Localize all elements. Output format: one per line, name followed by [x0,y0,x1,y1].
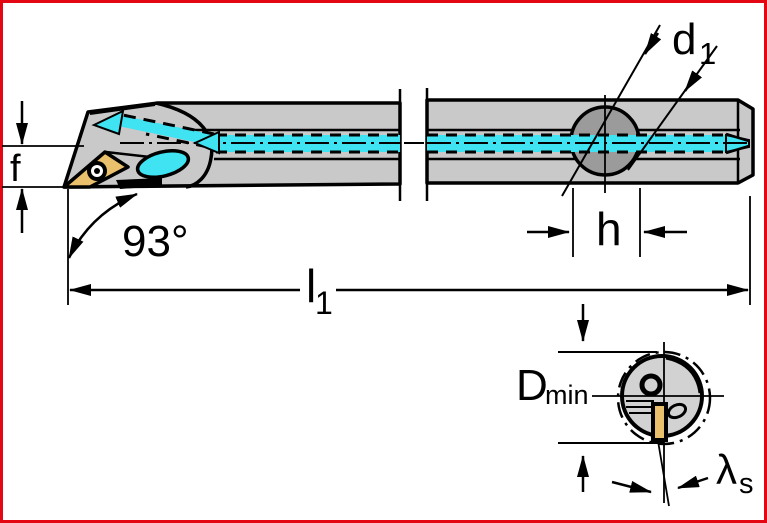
end-view-seat-lines [626,400,654,414]
insert-pocket-line [105,150,151,159]
f-label: f [10,148,21,190]
d1-label: d [672,15,696,64]
head-chamfer-line [89,104,156,115]
d1-leader-line-a [561,24,661,197]
head-contour-curve [155,101,214,189]
angle-label: 93° [122,217,189,266]
hole-width-dimension: h [527,95,687,257]
dmin-label: D [516,361,548,410]
angle-dimension: 93° [67,189,189,305]
l1-label: l [306,260,316,312]
dmin-label-group: D min [516,361,589,410]
d1-arrow-a-icon [643,32,662,55]
h-label: h [596,203,622,255]
lambda-arrow-left-icon [611,480,652,494]
inclination-dimension: λ s [611,446,754,500]
lambda-label-subscript: s [739,468,754,500]
coolant-bore-hidden-lines [216,133,726,154]
end-view-insert [651,402,668,442]
insert-screw-center [94,168,100,174]
coolant-flow-arrow [192,130,220,155]
end-view-screw-hole-icon [639,373,663,397]
lambda-insert-edge-line [657,440,670,507]
end-view-coolant-outlet [666,402,688,420]
lambda-arrow-right-icon [677,475,709,490]
coolant-channel [91,109,752,179]
f-dimension: f [2,101,84,233]
angle-arc-arrow [67,192,138,259]
hole-diameter-dimension: d 1 [561,15,718,197]
d1-arrow-b-icon [683,70,703,92]
coolant-jet-arrow [91,109,125,136]
d1-leader-line-b [627,45,718,171]
end-view-head-contour [665,356,702,394]
d1-label-subscript: 1 [699,36,716,71]
coolant-jet-hidden-line-top [117,112,215,136]
coolant-funnel-lines [725,132,750,155]
head-underside-face [116,178,162,189]
dmin-label-subscript: min [545,380,589,410]
coolant-jet-stream [114,114,214,146]
end-view [558,304,724,507]
l1-label-subscript: 1 [315,285,333,321]
lambda-label: λ [716,446,737,493]
cutting-insert [62,150,130,189]
length-dimension: l 1 [69,196,751,321]
coolant-outlet-hole [135,149,191,179]
